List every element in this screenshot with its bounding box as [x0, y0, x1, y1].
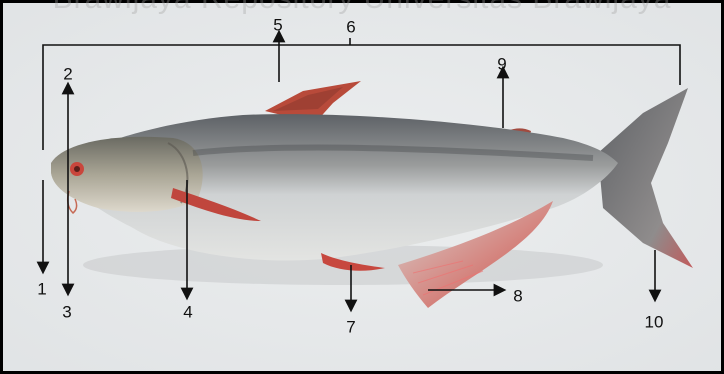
label-3: 3 [62, 304, 71, 321]
label-9: 9 [497, 56, 506, 73]
label-2: 2 [63, 66, 72, 83]
label-10: 10 [645, 314, 664, 331]
label-4: 4 [183, 304, 192, 321]
label-1: 1 [37, 281, 46, 298]
total-length-bracket [43, 45, 680, 150]
label-5: 5 [273, 17, 282, 34]
label-6: 6 [346, 19, 355, 36]
label-7: 7 [346, 319, 355, 336]
watermark-text: Brawijaya Repository Universitas Brawija… [0, 0, 724, 16]
label-8: 8 [513, 288, 522, 305]
